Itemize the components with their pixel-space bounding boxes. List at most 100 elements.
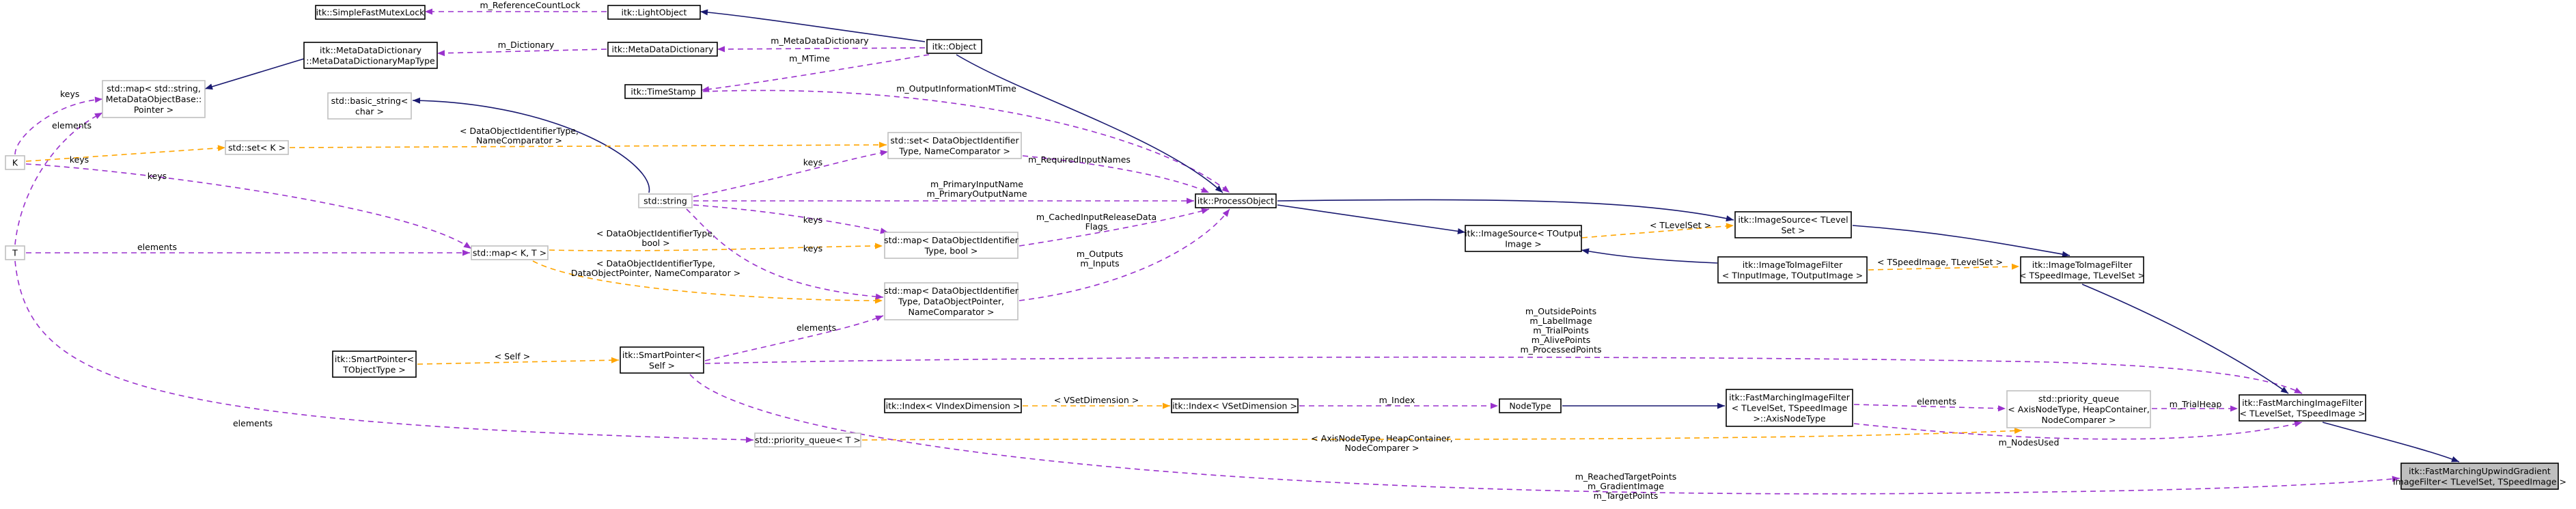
class-node-mddict[interactable]: itk::MetaDataDictionary xyxy=(607,42,718,57)
class-node-imagesource-toutput[interactable]: itk::ImageSource< TOutputImage > xyxy=(1465,225,1582,252)
class-name-line: std::set< DataObjectIdentifier xyxy=(890,135,1019,146)
edge-line xyxy=(693,151,889,197)
class-node-object[interactable]: itk::Object xyxy=(926,39,982,54)
edge-label-text: < VSetDimension > xyxy=(1054,395,1139,405)
class-node-fmm-axisnode[interactable]: itk::FastMarchingImageFilter< TLevelSet,… xyxy=(1726,389,1853,427)
edge-label-text: m_AlivePoints xyxy=(1532,335,1591,345)
edge-line xyxy=(2081,284,2289,394)
class-node-index-vindex[interactable]: itk::Index< VIndexDimension > xyxy=(884,398,1022,413)
class-box xyxy=(884,398,1022,413)
class-name-line: TObjectType > xyxy=(342,364,406,374)
class-node-map-kt[interactable]: std::map< K, T > xyxy=(471,245,549,260)
edge-line xyxy=(14,112,103,245)
class-node-index-vset[interactable]: itk::Index< VSetDimension > xyxy=(1171,398,1299,413)
class-node-nodetype[interactable]: NodeType xyxy=(1499,398,1562,413)
class-box xyxy=(303,42,438,69)
class-node-fmm-filter[interactable]: itk::FastMarchingImageFilter< TLevelSet,… xyxy=(2239,394,2366,422)
edge-e-imgsrc-tout-i2i-tinput-arrowhead xyxy=(1581,248,1590,255)
edge-label-text: keys xyxy=(70,154,89,165)
edge-e-t-mapkt xyxy=(26,249,470,256)
class-node-processobject[interactable]: itk::ProcessObject xyxy=(1195,193,1277,208)
edge-label: elements xyxy=(1917,396,1956,407)
class-node-smartpointer-self[interactable]: itk::SmartPointer<Self > xyxy=(620,346,704,374)
edge-label: < DataObjectIdentifierType,bool > xyxy=(596,228,715,248)
edge-label: m_TrialHeap xyxy=(2170,399,2222,409)
edge-label: elements xyxy=(137,242,177,252)
edge-line xyxy=(1019,208,1230,301)
class-node-set-doi[interactable]: std::set< DataObjectIdentifierType, Name… xyxy=(887,132,1022,159)
edge-e-stdstring-process-arrowhead xyxy=(1187,197,1194,204)
edge-e-nodetype-axisnode-arrowhead xyxy=(1717,402,1725,409)
edge-e-timestamp-object-arrowhead xyxy=(702,86,710,93)
class-node-set-k[interactable]: std::set< K > xyxy=(225,140,289,155)
class-node-k[interactable]: K xyxy=(5,155,25,170)
class-name-line: MetaDataObjectBase:: xyxy=(106,94,202,105)
class-node-mutexlock[interactable]: itk::SimpleFastMutexLock xyxy=(315,5,426,20)
edge-line xyxy=(1853,404,2006,409)
edge-e-mapbool-process-arrowhead xyxy=(1201,208,1209,215)
edge-label: m_MetaDataDictionary xyxy=(771,36,869,46)
class-box xyxy=(1465,225,1582,252)
class-name-line: std::map< DataObjectIdentifier xyxy=(884,286,1019,296)
edge-e-nodetype-axisnode xyxy=(1562,402,1725,409)
class-name-line: < AxisNodeType, HeapContainer, xyxy=(2008,404,2149,415)
class-node-pq-t[interactable]: std::priority_queue< T > xyxy=(754,432,861,448)
class-node-basic-string[interactable]: std::basic_string<char > xyxy=(327,92,412,120)
edge-e-mddict-object xyxy=(717,46,926,53)
class-node-map-string-mdobj[interactable]: std::map< std::string,MetaDataObjectBase… xyxy=(102,80,206,118)
class-node-pq-axisnode[interactable]: std::priority_queue< AxisNodeType, HeapC… xyxy=(2006,390,2151,428)
edge-label: < TSpeedImage, TLevelSet > xyxy=(1877,257,2003,267)
class-name-line: Type, DataObjectPointer, xyxy=(898,297,1004,307)
class-node-std-string[interactable]: std::string xyxy=(638,193,693,208)
class-node-imagetoimage-tspeed[interactable]: itk::ImageToImageFilter< TSpeedImage, TL… xyxy=(2019,256,2145,284)
edge-label-text: elements xyxy=(233,418,273,428)
class-node-lightobject[interactable]: itk::LightObject xyxy=(607,5,701,20)
edge-label-text: m_NodesUsed xyxy=(1999,437,2060,448)
edge-line xyxy=(693,204,889,233)
edge-e-imgsrc-tout-tlevel xyxy=(1581,223,1734,238)
edge-e-k-map-string-arrowhead xyxy=(94,96,102,103)
edge-e-mddict-object-arrowhead xyxy=(717,46,725,53)
class-node-smartpointer-tobj[interactable]: itk::SmartPointer<TObjectType > xyxy=(332,350,417,378)
edge-e-smartptr-self-mapptr xyxy=(704,315,884,361)
class-name-line: itk::Index< VSetDimension > xyxy=(1172,401,1297,411)
edge-e-axisnode-pq-arrowhead xyxy=(1997,405,2006,412)
class-name-line: Self > xyxy=(649,360,675,370)
class-node-map-doi-ptr[interactable]: std::map< DataObjectIdentifierType, Data… xyxy=(884,282,1019,320)
edge-line xyxy=(532,260,883,301)
edge-e-process-imgsrc-tout xyxy=(1277,204,1466,234)
class-node-t[interactable]: T xyxy=(5,245,25,260)
edge-line xyxy=(701,54,930,91)
edge-label-text: < TLevelSet > xyxy=(1650,220,1711,230)
class-node-fmm-upwind[interactable]: itk::FastMarchingUpwindGradientImageFilt… xyxy=(2393,463,2566,490)
class-box xyxy=(5,155,25,170)
edge-line xyxy=(704,356,2303,394)
class-name-line: Pointer > xyxy=(134,105,174,115)
class-name-line: std::map< K, T > xyxy=(473,248,546,258)
class-node-mddict-maptype[interactable]: itk::MetaDataDictionary::MetaDataDiction… xyxy=(303,42,438,69)
class-node-imagetoimage-tinput[interactable]: itk::ImageToImageFilter< TInputImage, TO… xyxy=(1717,256,1868,284)
edge-label-text: keys xyxy=(803,215,822,225)
edge-e-smartptr-t-self-arrowhead xyxy=(611,357,619,363)
edge-e-t-pqt xyxy=(14,260,754,443)
class-node-imagesource-tlevelset[interactable]: itk::ImageSource< TLevelSet > xyxy=(1734,211,1852,238)
class-name-line: itk::MetaDataDictionary xyxy=(320,45,422,55)
edge-e-k-mapkt xyxy=(25,163,472,249)
edge-label: elements xyxy=(52,120,92,130)
class-box xyxy=(607,42,718,57)
edge-e-self-fmm-arrowhead xyxy=(2294,387,2302,394)
class-node-map-doi-bool[interactable]: std::map< DataObjectIdentifierType, bool… xyxy=(884,232,1019,259)
edge-label-text: m_Index xyxy=(1379,395,1415,405)
edge-line xyxy=(717,47,926,50)
class-name-line: std::basic_string< xyxy=(331,96,408,106)
edge-e-self-fmm xyxy=(704,356,2303,394)
edge-e-axisnode-pq xyxy=(1853,404,2006,412)
edge-e-set-setdoi xyxy=(289,141,887,148)
edge-line xyxy=(1022,155,1210,193)
class-node-timestamp[interactable]: itk::TimeStamp xyxy=(624,84,702,99)
edge-e-mutex-light xyxy=(425,8,607,15)
edge-label-text: < AxisNodeType, HeapContainer, xyxy=(1311,433,1452,443)
